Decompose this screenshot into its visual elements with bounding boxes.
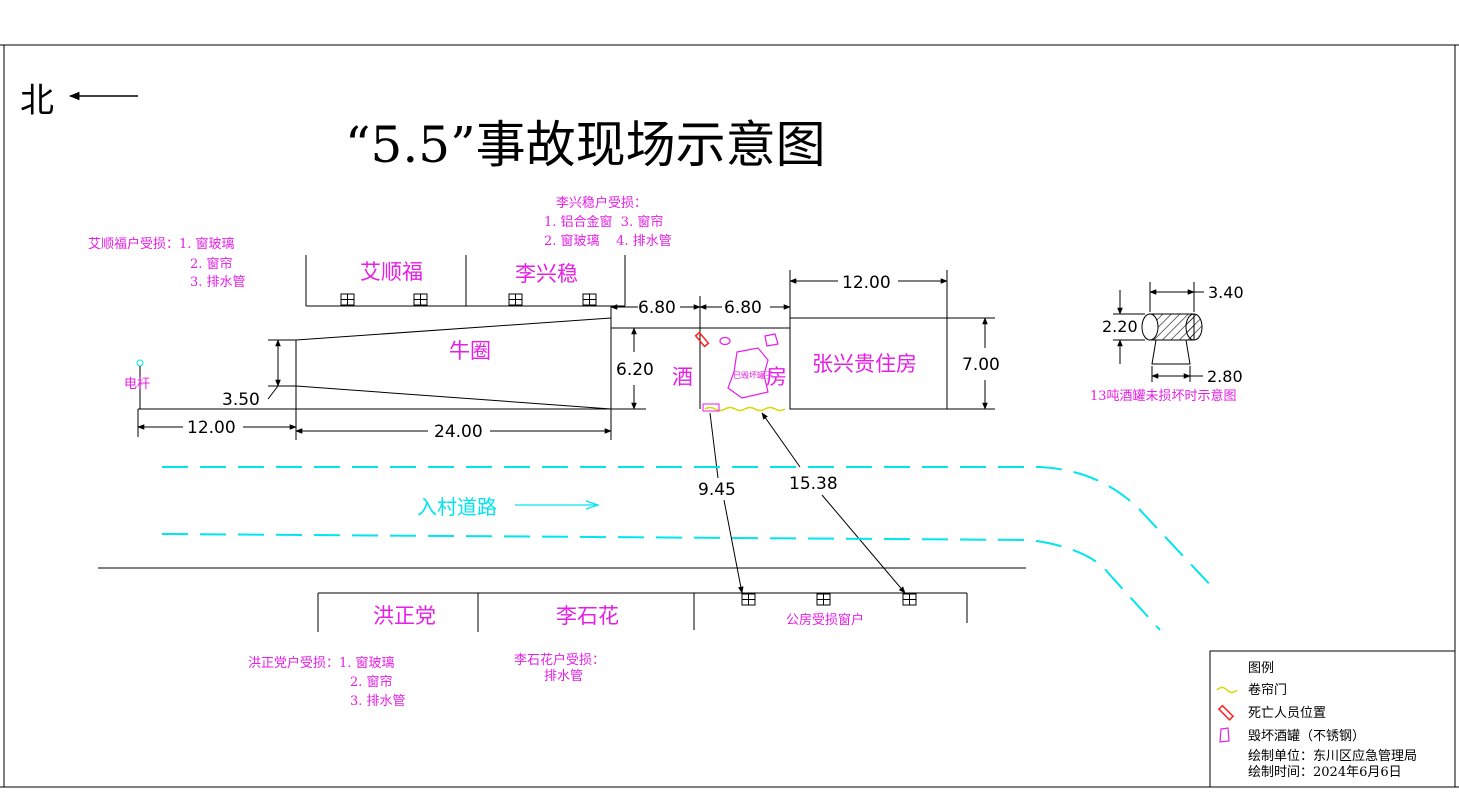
cattle-pen-outline: [138, 317, 646, 410]
legend-box: [1209, 650, 1456, 788]
utility-pole: 电杆: [124, 359, 150, 409]
note-line: 2. 窗帘: [350, 674, 393, 690]
damage-note-li-xingwen: 李兴稳户受损： 1. 铝合金窗 3. 窗帘 2. 窗玻璃 4. 排水管: [544, 195, 672, 249]
note-line: 1. 铝合金窗 3. 窗帘: [544, 214, 663, 230]
pole-label: 电杆: [124, 377, 150, 392]
tank-dim-3-40: 3.40: [1208, 283, 1244, 302]
dim-9-45: 9.45: [698, 480, 736, 500]
note-line: 2. 窗帘: [190, 256, 233, 272]
destroyed-tank-label: 已毁坏罐子: [733, 370, 773, 380]
dim-7-00: 7.00: [962, 355, 1000, 375]
roller-shutter-door: [702, 403, 786, 412]
legend-item-victim: 死亡人员位置: [1248, 706, 1326, 721]
note-line: 3. 排水管: [350, 694, 406, 709]
village-road: [161, 466, 1216, 631]
tank-end-right: [1185, 313, 1203, 341]
damage-note-hong-zhengdang: 洪正党户受损：1. 窗玻璃 2. 窗帘 3. 排水管: [248, 655, 406, 709]
north-houses: [305, 255, 626, 307]
south-houses: [98, 567, 1026, 632]
destroyed-tank-legend-icon: [1219, 727, 1230, 743]
tank-diagram: [1113, 282, 1204, 382]
roller-shutter-icon: [1216, 686, 1238, 694]
note-line: 李石花户受损：: [514, 652, 605, 668]
note-line: 排水管: [544, 669, 583, 684]
north-indicator: 北: [20, 81, 138, 121]
note-line: 2. 窗玻璃 4. 排水管: [544, 233, 672, 249]
house-label-hong-zhengdang: 洪正党: [373, 604, 436, 628]
tank-stand: [1151, 339, 1191, 365]
dimension-lines: [137, 270, 995, 594]
dim-12-00-bottom: 12.00: [187, 418, 236, 438]
tank-dimension-labels: 3.40 2.20 2.80: [1102, 283, 1244, 386]
pole-icon: [136, 359, 144, 367]
legend-item-shutter: 卷帘门: [1248, 682, 1287, 698]
house-label-ai-shunfu: 艾顺福: [360, 260, 423, 284]
victim-icon: [1217, 704, 1235, 721]
legend-unit: 绘制单位：东川区应急管理局: [1248, 748, 1417, 764]
dim-6-80-b: 6.80: [724, 298, 762, 318]
legend: 图例 卷帘门 死亡人员位置 毁坏酒罐（不锈钢） 绘制单位：东川区应急管理局 绘制…: [1209, 650, 1456, 788]
legend-item-tank: 毁坏酒罐（不锈钢）: [1248, 729, 1365, 744]
note-line: 洪正党户受损：1. 窗玻璃: [248, 655, 395, 671]
dim-24-00: 24.00: [434, 422, 483, 442]
wine-shop-label-fang: 房: [766, 365, 787, 389]
dim-6-20: 6.20: [616, 360, 654, 380]
page-title: “5.5”事故现场示意图: [345, 116, 826, 174]
tank-caption: 13吨酒罐未损坏时示意图: [1090, 388, 1237, 404]
zhang-house-outline: [789, 317, 948, 410]
damage-note-li-shihua: 李石花户受损： 排水管: [514, 652, 605, 684]
destroyed-tank-icon: 已毁坏罐子: [719, 333, 779, 399]
note-line: 李兴稳户受损：: [556, 195, 647, 211]
legend-date: 绘制时间：2024年6月6日: [1248, 765, 1402, 780]
house-label-li-shihua: 李石花: [556, 604, 619, 628]
dim-12-00-top: 12.00: [842, 273, 891, 293]
note-line: 艾顺福户受损：1. 窗玻璃: [88, 236, 235, 252]
dimension-labels: 6.80 6.80 12.00 6.20 7.00 3.50 12.00 24.…: [187, 273, 1000, 500]
road-arrowhead: [585, 500, 600, 510]
window-icons-north: [340, 293, 597, 306]
victim-position-icon: [694, 331, 710, 348]
house-label-li-xingwen: 李兴稳: [515, 262, 578, 286]
legend-title: 图例: [1248, 661, 1274, 676]
tank-dim-2-80: 2.80: [1207, 367, 1243, 386]
tank-end-left: [1141, 313, 1159, 341]
damage-note-ai-shunfu: 艾顺福户受损：1. 窗玻璃 2. 窗帘 3. 排水管: [88, 236, 246, 290]
north-label: 北: [20, 81, 54, 121]
road-label: 入村道路: [417, 495, 497, 519]
tank-dim-2-20: 2.20: [1102, 317, 1138, 336]
zhang-house-label: 张兴贵住房: [812, 352, 917, 376]
dim-15-38: 15.38: [789, 474, 838, 494]
wine-shop-label-jiu: 酒: [672, 365, 693, 389]
cattle-pen-label: 牛圈: [449, 339, 491, 363]
note-line: 3. 排水管: [190, 275, 246, 290]
dim-6-80-a: 6.80: [638, 298, 676, 318]
gongfang-label: 公房受损窗户: [786, 612, 864, 628]
dim-3-50: 3.50: [222, 390, 260, 410]
window-icons-south: [741, 593, 917, 606]
